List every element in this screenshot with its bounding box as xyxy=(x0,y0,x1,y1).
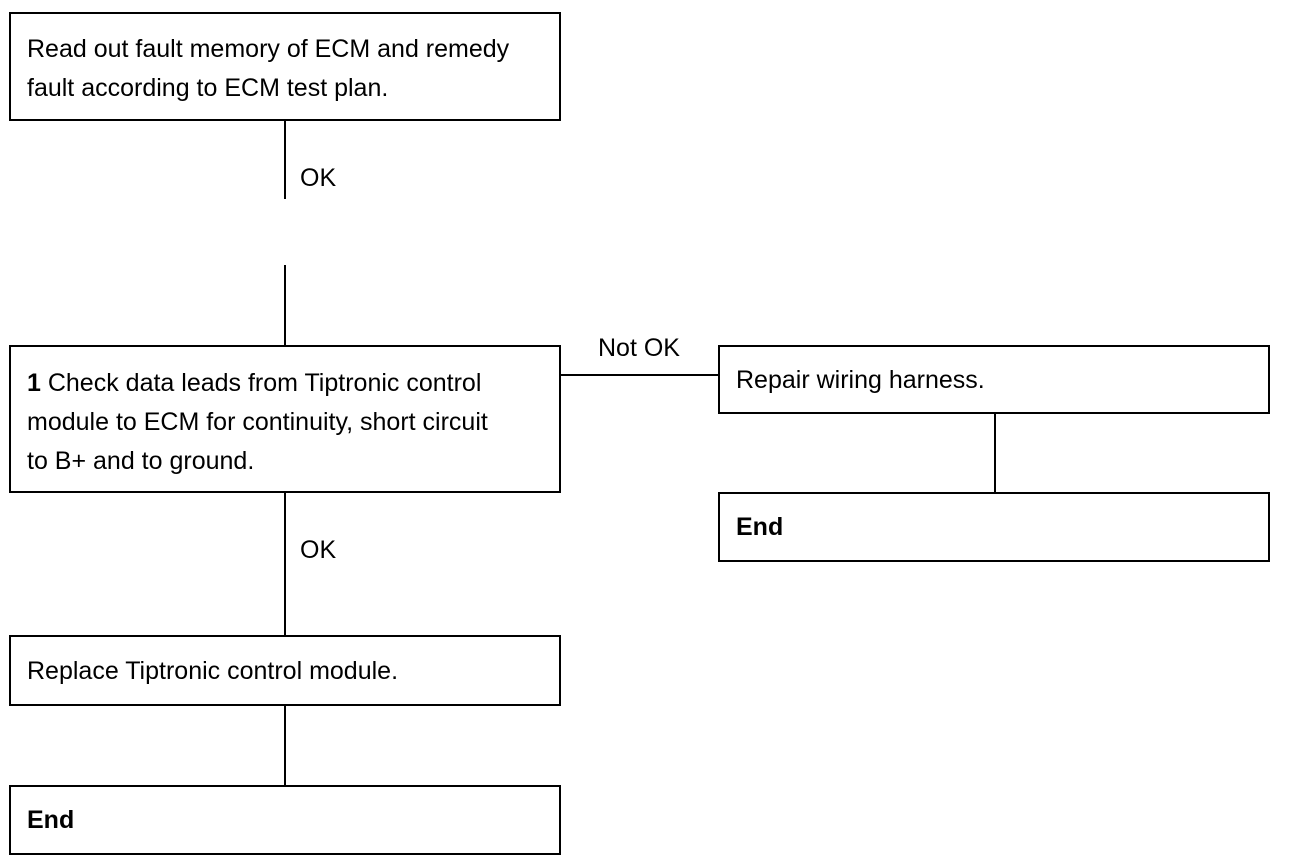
step-check-data-leads-line2: module to ECM for continuity, short circ… xyxy=(27,408,488,436)
step-check-data-leads: 1 Check data leads from Tiptronic contro… xyxy=(9,345,561,493)
step-read-fault-memory-line2: fault according to ECM test plan. xyxy=(27,74,389,102)
connector-line-lower xyxy=(284,493,286,636)
step-end-right-text: End xyxy=(736,513,784,541)
step-check-data-leads-line3: to B+ and to ground. xyxy=(27,447,255,475)
step-read-fault-memory: Read out fault memory of ECM and remedy … xyxy=(9,12,561,121)
step-repair-wiring-text: Repair wiring harness. xyxy=(736,366,985,394)
step-end-bottom-text: End xyxy=(27,806,75,834)
connector-line-not-ok xyxy=(561,374,719,376)
step-end-bottom: End xyxy=(9,785,561,855)
step-check-data-leads-line1: 1 Check data leads from Tiptronic contro… xyxy=(27,364,559,403)
connector-label-ok-1: OK xyxy=(300,164,337,192)
step-repair-wiring: Repair wiring harness. xyxy=(718,345,1270,414)
connector-label-not-ok: Not OK xyxy=(598,334,680,362)
connector-line-right xyxy=(994,414,996,493)
connector-line-middle xyxy=(284,265,286,346)
connector-label-ok-2: OK xyxy=(300,536,337,564)
step-number: 1 xyxy=(27,369,41,397)
step-end-right: End xyxy=(718,492,1270,562)
step-replace-module: Replace Tiptronic control module. xyxy=(9,635,561,706)
step-read-fault-memory-line1: Read out fault memory of ECM and remedy xyxy=(27,35,510,63)
connector-line-upper xyxy=(284,121,286,199)
step-check-data-leads-line1-text: Check data leads from Tiptronic control xyxy=(40,369,482,397)
connector-line-bottom xyxy=(284,706,286,786)
step-replace-module-text: Replace Tiptronic control module. xyxy=(27,657,399,685)
